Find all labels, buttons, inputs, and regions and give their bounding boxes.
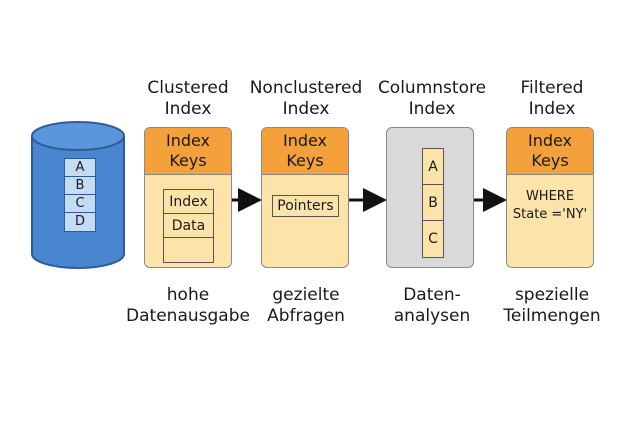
title-columnstore-index: Columnstore Index <box>377 78 487 119</box>
database-row: B <box>65 177 95 195</box>
column-cell: B <box>423 185 443 221</box>
title-nonclustered-index: Nonclustered Index <box>249 78 363 119</box>
database-row: D <box>74 214 85 229</box>
nonclustered-index-box: Index Keys Pointers <box>261 127 349 268</box>
index-data-cell: Index <box>164 190 213 214</box>
index-data-cell: Data <box>164 214 213 238</box>
caption-clustered: hohe Datenausgabe <box>126 285 250 326</box>
pointers-label: Pointers <box>272 195 339 217</box>
index-keys-header: Index Keys <box>145 128 231 175</box>
column-stack: A B C <box>422 148 444 258</box>
filtered-index-box: Index Keys WHERE State ='NY' <box>506 127 594 268</box>
caption-filtered: spezielle Teilmengen <box>503 285 601 326</box>
index-keys-header: Index Keys <box>507 128 593 175</box>
filter-condition: WHERE State ='NY' <box>512 189 588 222</box>
caption-columnstore: Daten- analysen <box>393 285 471 326</box>
column-cell: A <box>423 149 443 185</box>
database-row: A <box>65 159 95 177</box>
column-cell: C <box>428 231 438 247</box>
database-cylinder: A B C D <box>30 120 126 272</box>
title-clustered-index: Clustered Index <box>147 78 229 119</box>
title-filtered-index: Filtered Index <box>520 78 584 119</box>
clustered-index-box: Index Keys Index Data <box>144 127 232 268</box>
index-keys-header: Index Keys <box>262 128 348 175</box>
caption-nonclustered: gezielte Abfragen <box>267 285 345 326</box>
database-rows: A B C D <box>64 158 96 232</box>
index-data-table: Index Data <box>163 189 214 263</box>
database-row: C <box>65 195 95 213</box>
